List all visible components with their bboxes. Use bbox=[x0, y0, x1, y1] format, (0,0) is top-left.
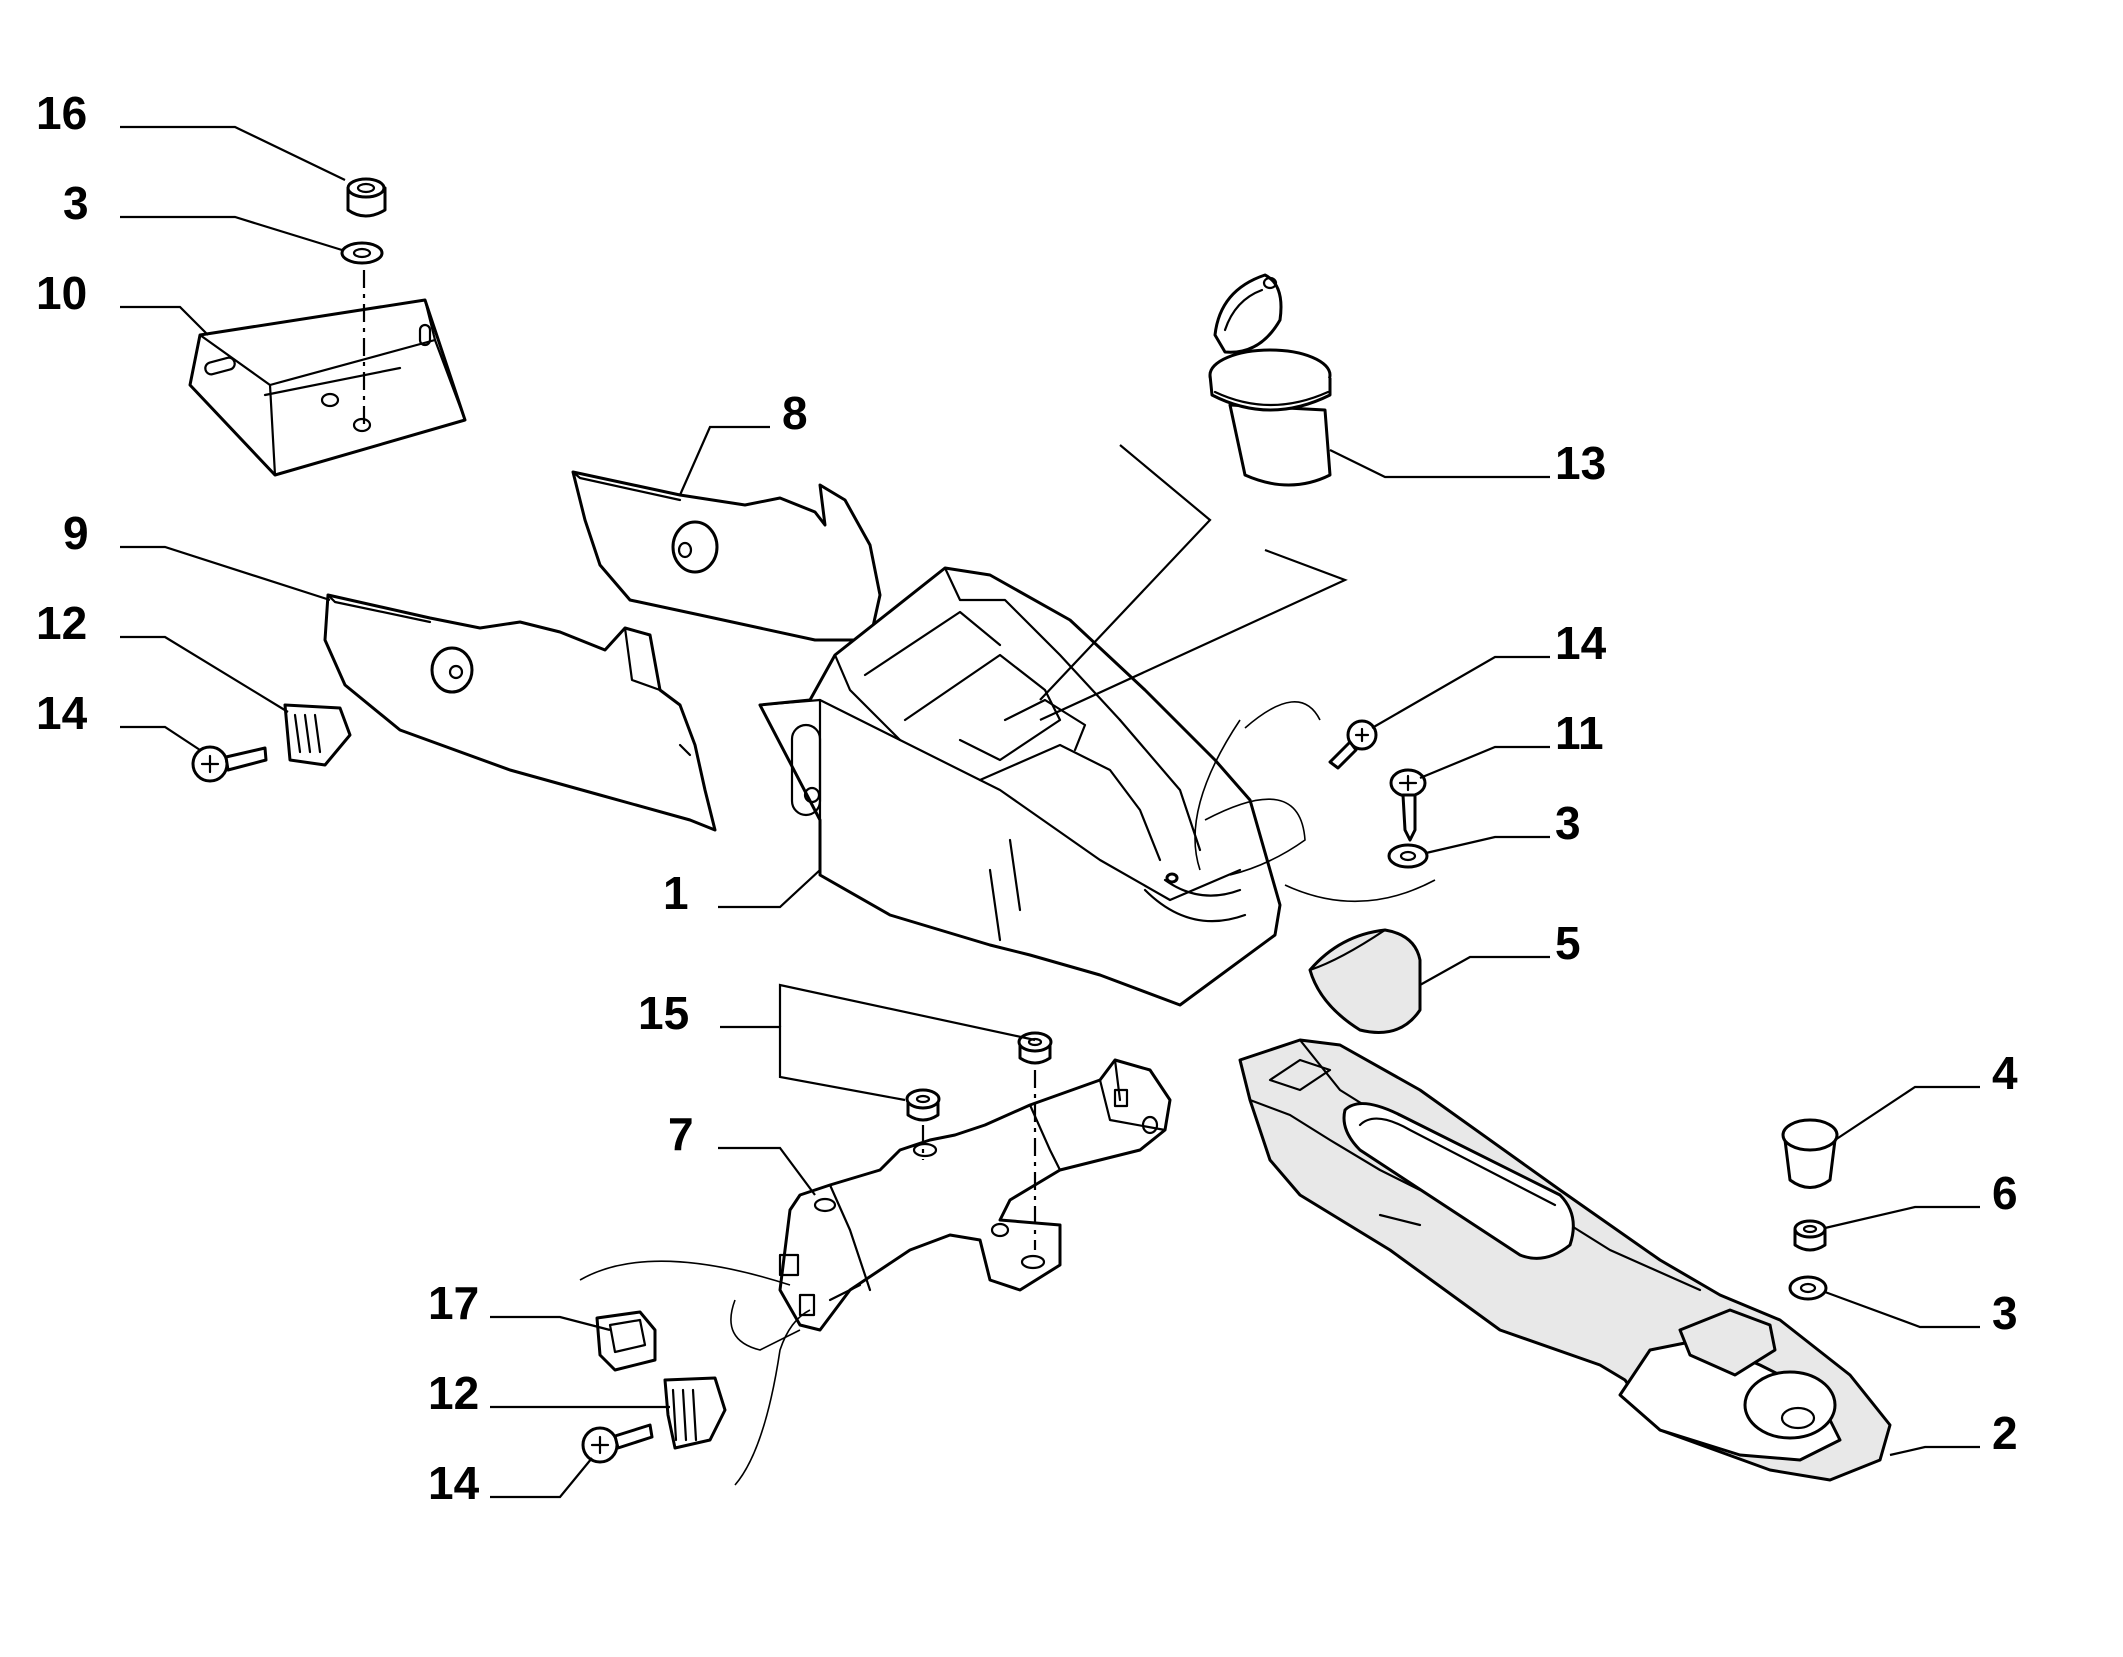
part-17-clip bbox=[595, 1310, 657, 1372]
part-16-nut bbox=[346, 177, 387, 218]
callout-14: 14 bbox=[36, 687, 88, 739]
part-3-washer-top bbox=[340, 241, 384, 265]
part-13-cup-holder bbox=[1208, 273, 1332, 487]
part-3-washer-right bbox=[1387, 843, 1429, 869]
callout-labels: 16 3 10 8 9 12 14 1 13 14 11 3 5 15 7 4 … bbox=[36, 87, 2018, 1509]
part-4-plug bbox=[1781, 1118, 1839, 1189]
part-14-screw-right bbox=[1328, 719, 1378, 770]
leader-lines bbox=[120, 125, 1980, 1499]
part-9-side-panel bbox=[323, 593, 717, 832]
part-14-screw-left bbox=[191, 745, 268, 783]
part-12-clip-upper bbox=[283, 703, 352, 767]
callout-12: 12 bbox=[428, 1367, 479, 1419]
callout-11: 11 bbox=[1555, 707, 1604, 759]
callout-14: 14 bbox=[1555, 617, 1607, 669]
callout-10: 10 bbox=[36, 267, 87, 319]
callout-16: 16 bbox=[36, 87, 87, 139]
callout-2: 2 bbox=[1992, 1407, 2018, 1459]
callout-17: 17 bbox=[428, 1277, 479, 1329]
callout-6: 6 bbox=[1992, 1167, 2018, 1219]
callout-5: 5 bbox=[1555, 917, 1581, 969]
part-2-armrest bbox=[1238, 1038, 1892, 1482]
part-1-center-console bbox=[758, 566, 1282, 1007]
callout-3: 3 bbox=[1992, 1287, 2018, 1339]
callout-3: 3 bbox=[63, 177, 89, 229]
callout-9: 9 bbox=[63, 507, 89, 559]
part-3-washer-right-low bbox=[1788, 1275, 1828, 1301]
part-5-cap bbox=[1308, 928, 1422, 1034]
callout-13: 13 bbox=[1555, 437, 1606, 489]
part-7-bracket bbox=[778, 1058, 1172, 1332]
callout-3: 3 bbox=[1555, 797, 1581, 849]
part-11-screw bbox=[1389, 768, 1427, 842]
callout-1: 1 bbox=[663, 867, 689, 919]
callout-12: 12 bbox=[36, 597, 87, 649]
part-10-bracket bbox=[188, 298, 467, 477]
part-8-side-panel bbox=[571, 470, 882, 642]
callout-7: 7 bbox=[668, 1108, 694, 1160]
part-14-screw-lower bbox=[581, 1423, 654, 1464]
callout-8: 8 bbox=[782, 387, 808, 439]
part-12-clip-lower bbox=[663, 1376, 727, 1450]
callout-4: 4 bbox=[1992, 1047, 2018, 1099]
callout-15: 15 bbox=[638, 987, 689, 1039]
part-6-nut bbox=[1793, 1219, 1827, 1252]
part-15-nut-b bbox=[905, 1088, 941, 1122]
callout-14: 14 bbox=[428, 1457, 480, 1509]
